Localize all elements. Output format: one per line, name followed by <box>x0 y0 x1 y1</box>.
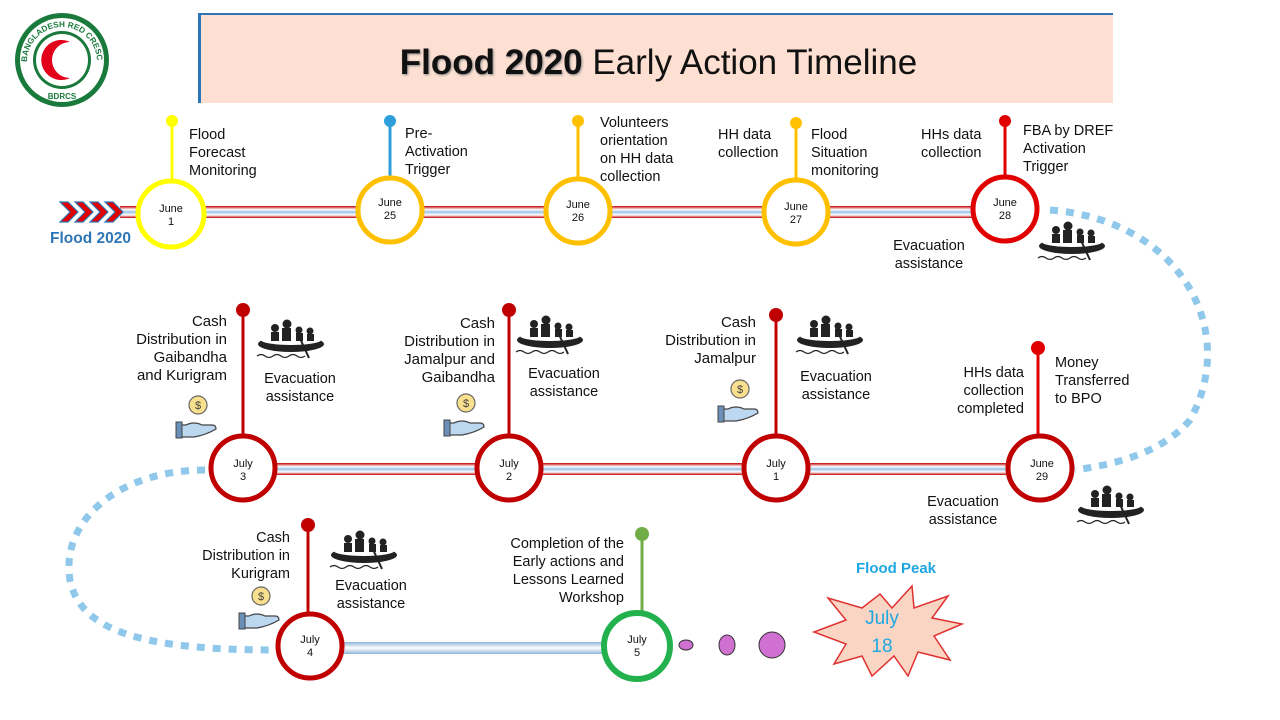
track-row3 <box>310 642 640 654</box>
title-bold: Flood 2020 <box>399 43 583 82</box>
date-month: June <box>159 203 183 215</box>
date-day: 1 <box>168 216 174 228</box>
title-rest: Early Action Timeline <box>582 43 918 82</box>
progress-dot-small <box>678 639 694 651</box>
date-day: 2 <box>506 471 512 483</box>
milestone-june-29 <box>1005 341 1075 503</box>
date-day: 1 <box>773 471 779 483</box>
milestone-june-25 <box>355 115 425 245</box>
boat-evacuation-icon <box>795 314 864 355</box>
date-day: 28 <box>999 210 1011 222</box>
date-month: June <box>784 201 808 213</box>
flood-peak-label: Flood Peak <box>856 560 937 577</box>
date-month: June <box>1030 458 1054 470</box>
flood-peak-month: July <box>865 608 899 629</box>
bdrcs-logo: BANGLADESH RED CRESCENT SOCIETY BDRCS <box>12 10 109 107</box>
date-month: July <box>766 458 786 470</box>
date-month: June <box>993 197 1017 209</box>
milestone-june-1 <box>135 115 207 250</box>
milestone-june-28 <box>970 115 1040 244</box>
date-month: June <box>566 199 590 211</box>
milestone-july-5 <box>601 527 673 682</box>
date-day: 3 <box>240 471 246 483</box>
chevron-arrows-icon <box>58 201 124 223</box>
progress-dot-large <box>758 631 786 659</box>
date-month: June <box>378 197 402 209</box>
progress-dot-medium <box>718 634 736 656</box>
cash-hand-icon <box>717 379 759 423</box>
logo-bottom-text: BDRCS <box>48 92 77 101</box>
boat-evacuation-icon <box>1076 484 1145 525</box>
milestone-july-1 <box>741 308 811 503</box>
milestone-june-26 <box>543 115 613 246</box>
cash-hand-icon <box>175 395 217 439</box>
date-day: 27 <box>790 214 802 226</box>
date-day: 25 <box>384 210 396 222</box>
date-month: July <box>627 634 647 646</box>
milestone-june-27 <box>761 117 831 247</box>
date-day: 26 <box>572 212 584 224</box>
cash-hand-icon <box>238 586 280 630</box>
page-title: Flood 2020 Early Action Timeline <box>201 15 1116 111</box>
boat-evacuation-icon <box>256 318 325 359</box>
boat-evacuation-icon <box>515 314 584 355</box>
date-month: July <box>300 634 320 646</box>
date-month: July <box>233 458 253 470</box>
track-row2 <box>240 463 1045 475</box>
start-label: Flood 2020 <box>50 230 131 247</box>
cash-hand-icon <box>443 393 485 437</box>
date-month: July <box>499 458 519 470</box>
date-day: 5 <box>634 647 640 659</box>
flood-peak-star-icon <box>811 584 965 678</box>
date-day: 29 <box>1036 471 1048 483</box>
title-banner: Flood 2020 Early Action Timeline <box>198 13 1113 103</box>
connector-left <box>65 466 276 654</box>
boat-evacuation-icon <box>1037 220 1106 261</box>
milestone-july-4 <box>275 518 345 681</box>
flood-peak-day: 18 <box>871 636 892 657</box>
milestone-july-2 <box>474 303 544 503</box>
date-day: 4 <box>307 647 313 659</box>
boat-evacuation-icon <box>329 529 398 570</box>
milestone-july-3 <box>208 303 278 503</box>
